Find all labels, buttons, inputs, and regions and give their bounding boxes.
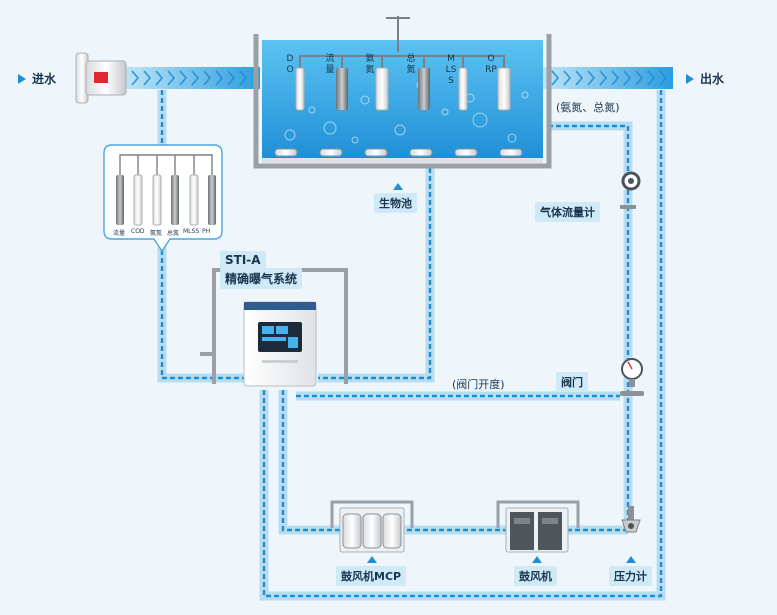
callout-label-ammonia: 氨氮	[150, 230, 163, 237]
inlet-flow	[125, 67, 260, 89]
pressure-gauge-pointer-icon	[626, 556, 636, 563]
outlet-sensor-note: (氨氮、总氮)	[556, 101, 620, 114]
inlet-arrow-icon	[18, 74, 26, 84]
pressure-gauge	[621, 506, 641, 533]
tank-sensor-label-orp: ORP	[485, 54, 497, 75]
pipe-blower-line	[278, 390, 628, 535]
tank-sensor-label-flow: 流量	[325, 54, 335, 75]
blower-mcp-unit	[330, 500, 414, 553]
callout-label-total-nitrogen: 总氮	[167, 230, 180, 237]
outlet-label: 出水	[700, 72, 725, 86]
system-model-label: STI-A	[220, 251, 266, 269]
water-flow-band	[125, 67, 673, 89]
valve-label: 阀门	[556, 372, 588, 392]
sensor-callout	[103, 144, 223, 253]
bio-tank	[253, 16, 552, 169]
pressure-gauge-label: 压力计	[609, 566, 652, 586]
system-name-label: 精确曝气系统	[220, 268, 303, 289]
bio-tank-pointer-icon	[393, 183, 403, 190]
tank-sensor-label-total-nitrogen: 总氮	[406, 54, 416, 75]
pipe-outlet-sensor	[548, 121, 633, 175]
gas-flowmeter-label: 气体流量计	[535, 202, 600, 222]
tank-sensor-label-ammonia: 氨氮	[365, 54, 375, 75]
tank-sensor-label-mlss: MLSS	[445, 54, 457, 86]
tank-sensor-label-do: DO	[286, 54, 294, 75]
callout-label-ph: PH	[202, 228, 211, 235]
callout-label-flow: 流量	[113, 230, 126, 237]
valve	[620, 358, 644, 396]
bio-tank-label: 生物池	[374, 193, 417, 213]
gas-flowmeter	[620, 171, 641, 209]
blower-mcp-label: 鼓风机MCP	[336, 566, 407, 586]
blower-unit	[496, 500, 580, 553]
blower-mcp-pointer-icon	[367, 556, 377, 563]
outlet-arrow-icon	[686, 74, 694, 84]
blower-pointer-icon	[532, 556, 542, 563]
outlet-flow	[543, 67, 673, 89]
tank-water	[262, 40, 543, 158]
valve-opening-note: (阀门开度)	[452, 378, 505, 391]
blower-label: 鼓风机	[514, 566, 557, 586]
inlet-pump	[75, 52, 127, 104]
callout-label-cod: COD	[131, 228, 145, 235]
callout-label-mlss: MLSS	[183, 228, 200, 235]
inlet-label: 进水	[32, 72, 57, 86]
